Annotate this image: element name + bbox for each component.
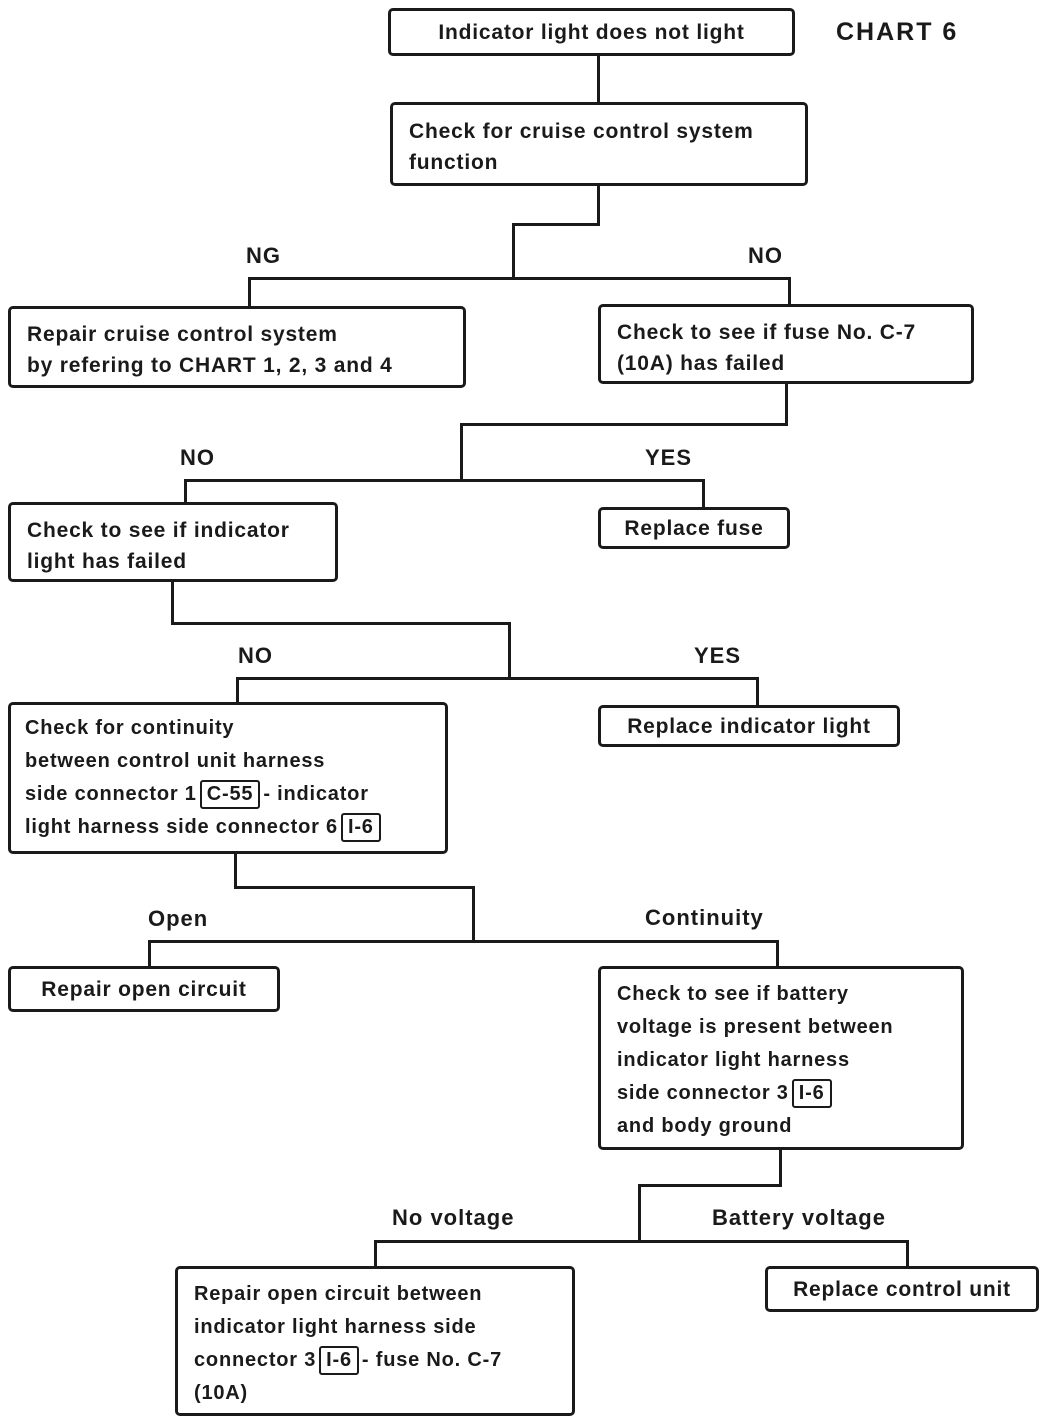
branch-label-battery-voltage: Battery voltage: [712, 1205, 886, 1230]
node-check-indicator-line1: Check to see if indicator: [27, 519, 290, 542]
node-check-indicator-line2: light has failed: [27, 550, 187, 573]
connector-line: [776, 940, 779, 967]
line3-pre: side connector 1: [25, 783, 197, 805]
node-repair-harness-line4: (10A): [194, 1382, 249, 1404]
connector-line: [234, 854, 237, 889]
node-repair-cruise: Repair cruise control system by refering…: [8, 306, 466, 388]
node-repair-open: Repair open circuit: [8, 966, 280, 1012]
connector-line: [248, 277, 251, 307]
node-check-continuity-line1: Check for continuity: [25, 717, 235, 739]
node-check-battery-line2: voltage is present between: [617, 1016, 894, 1038]
line3-post: - indicator: [263, 783, 369, 805]
branch-label-no-fuse: NO: [180, 445, 215, 470]
connector-line: [460, 423, 463, 481]
node-check-battery: Check to see if battery voltage is prese…: [598, 966, 964, 1150]
connector-line: [460, 423, 788, 426]
connector-line: [638, 1184, 782, 1187]
branch-label-yes-indicator: YES: [694, 643, 742, 668]
node-repair-open-text: Repair open circuit: [41, 977, 247, 1001]
branch-label-ng: NG: [246, 243, 281, 268]
node-check-function-line2: function: [409, 151, 499, 174]
connector-line: [236, 677, 239, 703]
connector-ref-i6: I-6: [791, 1079, 832, 1108]
node-start-text: Indicator light does not light: [438, 20, 745, 44]
node-repair-harness-line1: Repair open circuit between: [194, 1283, 483, 1305]
node-check-fuse-line1: Check to see if fuse No. C-7: [617, 321, 916, 344]
node-check-continuity-line2: between control unit harness: [25, 750, 326, 772]
node-replace-indicator: Replace indicator light: [598, 705, 900, 747]
connector-ref-i6: I-6: [340, 813, 381, 842]
node-check-battery-line1: Check to see if battery: [617, 983, 849, 1005]
branch-label-open: Open: [148, 906, 209, 931]
node-check-function-line1: Check for cruise control system: [409, 120, 754, 143]
connector-line: [148, 940, 151, 967]
branch-bar-voltage: [374, 1240, 909, 1243]
connector-ref-c55: C-55: [199, 780, 261, 809]
connector-line: [597, 186, 600, 226]
connector-line: [184, 479, 187, 503]
connector-line: [597, 56, 600, 102]
connector-ref-i6: I-6: [319, 1346, 359, 1375]
branch-label-no-voltage: No voltage: [392, 1205, 515, 1230]
branch-label-no-indicator: NO: [238, 643, 273, 668]
connector-line: [508, 622, 511, 679]
node-check-battery-line5: and body ground: [617, 1115, 793, 1137]
node-replace-indicator-text: Replace indicator light: [627, 714, 871, 738]
node-check-function: Check for cruise control system function: [390, 102, 808, 186]
connector-line: [779, 1150, 782, 1187]
connector-line: [374, 1240, 377, 1267]
node-check-continuity: Check for continuity between control uni…: [8, 702, 448, 854]
node-check-fuse: Check to see if fuse No. C-7 (10A) has f…: [598, 304, 974, 384]
node-repair-harness-line2: indicator light harness side: [194, 1316, 477, 1338]
branch-bar-ng-no: [248, 277, 791, 280]
connector-line: [702, 479, 705, 508]
branch-label-no-function: NO: [748, 243, 783, 268]
node-repair-cruise-line1: Repair cruise control system: [27, 323, 338, 346]
connector-line: [788, 277, 791, 305]
node-replace-fuse-text: Replace fuse: [624, 516, 764, 540]
connector-line: [472, 886, 475, 942]
connector-line: [756, 677, 759, 706]
chart-title: CHART 6: [836, 18, 959, 46]
branch-bar-no-yes-fuse: [184, 479, 705, 482]
connector-line: [171, 582, 174, 625]
connector-line: [638, 1184, 641, 1242]
line4-pre: light harness side connector 6: [25, 816, 338, 838]
line3-pre: connector 3: [194, 1349, 317, 1371]
node-check-battery-line3: indicator light harness: [617, 1049, 850, 1071]
branch-label-continuity: Continuity: [645, 905, 764, 930]
node-replace-control-text: Replace control unit: [793, 1277, 1011, 1301]
node-replace-fuse: Replace fuse: [598, 507, 790, 549]
node-check-indicator: Check to see if indicator light has fail…: [8, 502, 338, 582]
node-start: Indicator light does not light: [388, 8, 795, 56]
node-check-fuse-line2: (10A) has failed: [617, 352, 786, 375]
connector-line: [785, 384, 788, 426]
node-repair-harness: Repair open circuit between indicator li…: [175, 1266, 575, 1416]
connector-line: [234, 886, 475, 889]
connector-line: [171, 622, 511, 625]
connector-line: [906, 1240, 909, 1267]
line3-post: - fuse No. C-7: [361, 1349, 503, 1371]
node-repair-cruise-line2: by refering to CHART 1, 2, 3 and 4: [27, 354, 393, 377]
connector-line: [512, 223, 600, 226]
branch-bar-open-continuity: [148, 940, 779, 943]
line4-pre: side connector 3: [617, 1082, 789, 1104]
branch-bar-no-yes-indicator: [236, 677, 759, 680]
node-replace-control: Replace control unit: [765, 1266, 1039, 1312]
connector-line: [512, 223, 515, 280]
branch-label-yes-fuse: YES: [645, 445, 693, 470]
